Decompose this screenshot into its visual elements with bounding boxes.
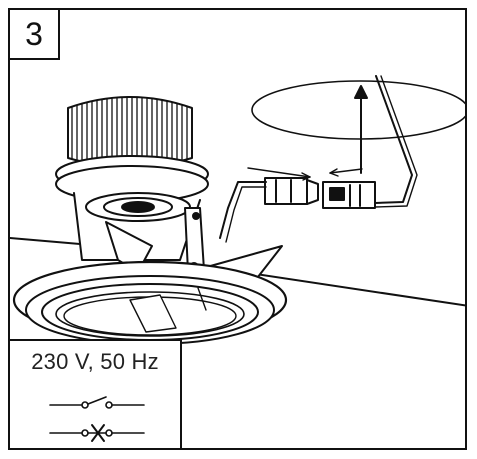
connector-plug xyxy=(264,177,319,205)
switch-on-icon xyxy=(49,396,145,409)
bezel-ring xyxy=(12,260,288,345)
connector-block xyxy=(322,181,376,209)
instruction-panel: 3 230 V, 50 Hz xyxy=(8,8,467,450)
installation-illustration xyxy=(10,75,465,345)
fixture-cable xyxy=(219,181,267,239)
heatsink xyxy=(67,96,193,168)
switch-off-icon xyxy=(49,424,145,442)
power-label: 230 V, 50 Hz xyxy=(31,349,159,374)
up-arrow xyxy=(354,85,368,174)
ceiling-edge-right xyxy=(241,271,465,307)
power-supply-box: 230 V, 50 Hz xyxy=(10,339,182,448)
step-number: 3 xyxy=(10,10,60,60)
supply-cable xyxy=(374,75,413,204)
connect-arrows xyxy=(247,167,363,181)
switch-symbols xyxy=(49,396,145,442)
